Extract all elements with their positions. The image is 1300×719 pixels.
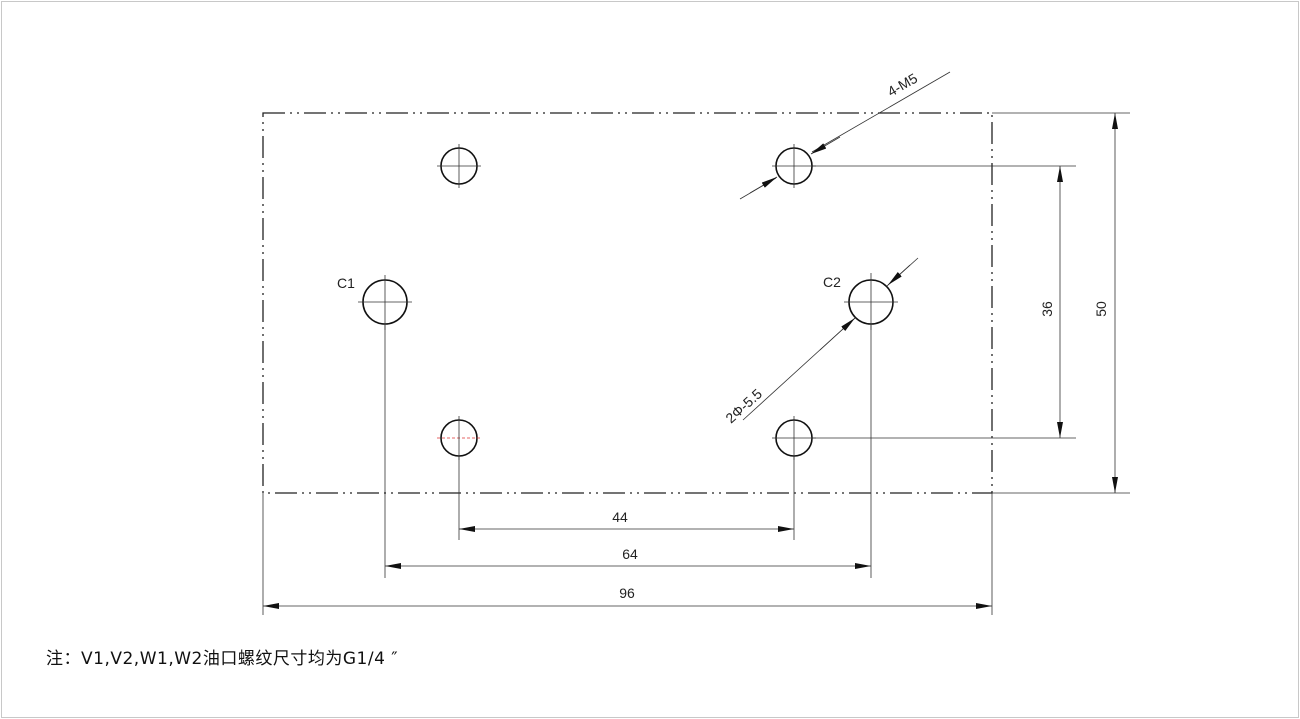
dim-44: 44 (612, 509, 628, 525)
leader-2-phi-5-5 (742, 257, 919, 421)
drawing-note: 注：V1,V2,W1,W2油口螺纹尺寸均为G1/4 ″ (46, 649, 399, 669)
leader-4-m5 (739, 71, 951, 200)
hole-c1 (358, 275, 412, 330)
hole-m5-bottom-left (437, 416, 481, 460)
hole-m5-top-right (772, 144, 816, 188)
hole-m5-top-left (437, 144, 481, 188)
label-4-m5: 4-M5 (885, 70, 921, 100)
dim-50: 50 (1093, 301, 1109, 317)
label-c1: C1 (337, 275, 355, 291)
label-c2: C2 (823, 274, 841, 290)
dim-36: 36 (1039, 301, 1055, 317)
extension-lines (262, 112, 1130, 615)
dim-96: 96 (619, 585, 635, 601)
dim-64: 64 (622, 546, 638, 562)
plate-outline (262, 112, 993, 494)
hole-m5-bottom-right (772, 416, 816, 460)
hole-c2 (844, 273, 898, 330)
